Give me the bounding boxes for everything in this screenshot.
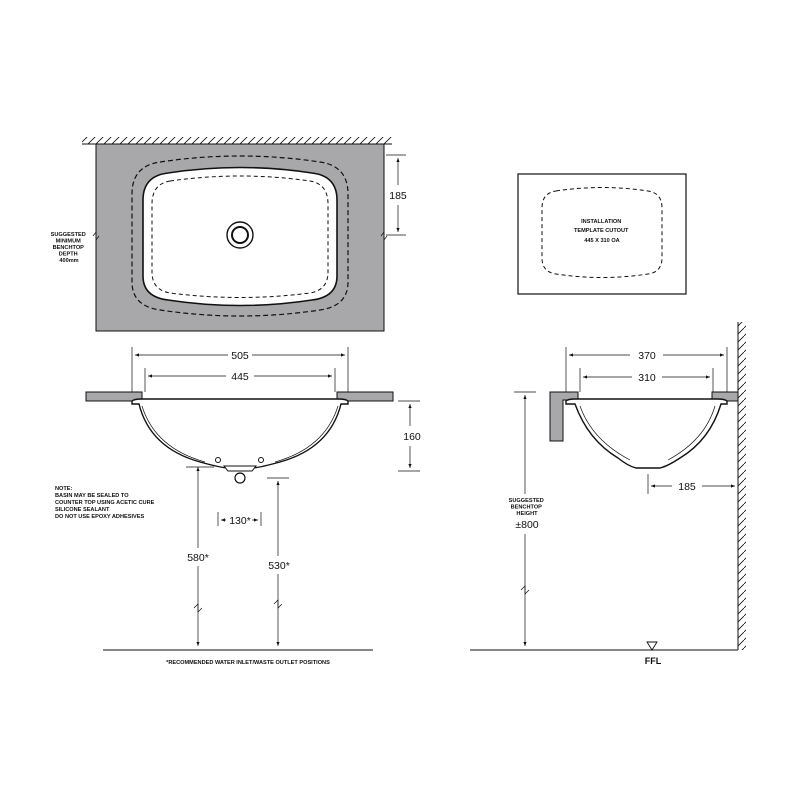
sealant-note: NOTE: BASIN MAY BE SEALED TO COUNTER TOP… <box>55 486 156 520</box>
counter-edge-side <box>549 391 579 442</box>
break-mark-right <box>380 230 388 242</box>
installation-template: INSTALLATION TEMPLATE CUTOUT 445 X 310 O… <box>517 173 687 295</box>
dim-label-505: 505 <box>231 350 249 362</box>
basin-bowl-outline <box>151 175 329 298</box>
top-view: 185 SUGGESTED MINIMUM BENCHTOP DEPTH 400… <box>51 137 407 332</box>
drain-inner-icon <box>231 226 249 244</box>
break-mark-800 <box>520 585 530 595</box>
wall-hatch-top <box>82 137 392 144</box>
dim-label-370: 370 <box>638 350 656 362</box>
template-frame <box>517 173 687 295</box>
basin-section-front <box>131 398 349 469</box>
template-label: INSTALLATION TEMPLATE CUTOUT 445 X 310 O… <box>574 219 630 244</box>
cutout-outline-outer <box>131 155 349 317</box>
counter-right <box>336 391 394 402</box>
dim-label-185-side: 185 <box>678 481 696 493</box>
dim-label-445: 445 <box>231 371 249 383</box>
front-elevation: 505 445 160 130* 580* 530* <box>55 347 421 666</box>
dim-label-580: 580* <box>187 552 209 564</box>
dim-label-130: 130* <box>229 515 251 527</box>
ffl-marker-icon <box>646 641 658 651</box>
benchtop-height-label: SUGGESTED BENCHTOP HEIGHT <box>509 498 546 517</box>
waste-pipe-icon <box>234 472 246 484</box>
basin-side-inner-right <box>667 405 716 461</box>
wall-hatch-side <box>738 322 746 650</box>
basin-side-inner-left <box>579 405 631 461</box>
dim-label-530: 530* <box>268 560 290 572</box>
inlet-left-icon <box>215 457 221 463</box>
inlet-right-icon <box>258 457 264 463</box>
dim-label-160: 160 <box>403 431 421 443</box>
dim-label-185: 185 <box>389 190 407 202</box>
basin-inner-curve-left <box>141 405 206 463</box>
footnote-label: *RECOMMENDED WATER INLET/WASTE OUTLET PO… <box>166 660 330 666</box>
dim-label-800: ±800 <box>515 519 538 531</box>
waste-outlet <box>222 465 258 472</box>
counter-left <box>85 391 143 402</box>
break-mark-530 <box>273 599 283 609</box>
side-elevation: FFL 370 310 185 SUGGESTED BENCHTOP <box>470 322 746 666</box>
ffl-label: FFL <box>645 656 662 666</box>
dim-label-310: 310 <box>638 372 656 384</box>
basin-inner-curve-right <box>274 405 339 463</box>
basin-section-side <box>565 398 728 469</box>
benchtop-depth-label: SUGGESTED MINIMUM BENCHTOP DEPTH 400mm <box>51 232 88 264</box>
break-mark-580 <box>193 603 203 613</box>
template-cutout-outline <box>541 187 663 278</box>
break-mark-left <box>92 230 100 242</box>
